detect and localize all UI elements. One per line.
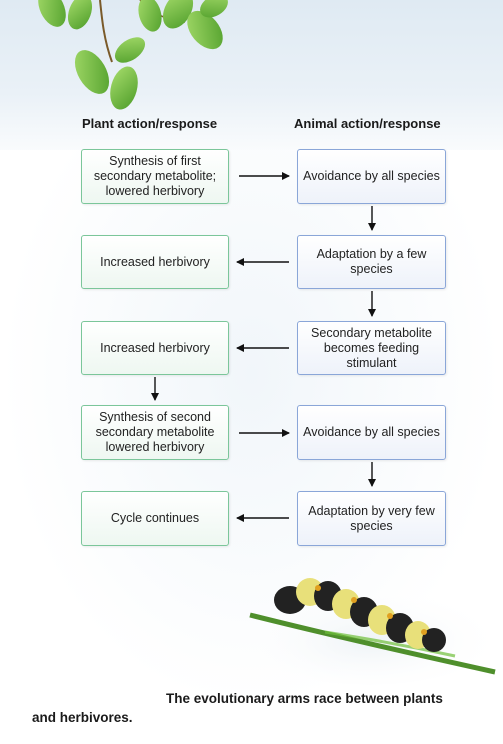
caption-line-1: The evolutionary arms race between plant… [166,691,443,706]
plant-box-2: Increased herbivory [81,235,229,289]
animal-box-3: Secondary metabolite becomes feeding sti… [297,321,446,375]
animal-box-5: Adaptation by very few species [297,491,446,546]
animal-box-2: Adaptation by a few species [297,235,446,289]
plant-box-3: Increased herbivory [81,321,229,375]
plant-column-header: Plant action/response [82,116,218,131]
plant-box-4: Synthesis of second secondary metabolite… [81,405,229,460]
caterpillar-illustration [235,575,503,685]
sky-background [0,0,503,170]
figure-caption: The evolutionary arms race between plant… [32,689,494,727]
caption-line-2: and herbivores. [32,710,133,725]
animal-box-4: Avoidance by all species [297,405,446,460]
animal-box-1: Avoidance by all species [297,149,446,204]
leaves-illustration [38,0,228,110]
plant-box-5: Cycle continues [81,491,229,546]
animal-column-header: Animal action/response [294,116,441,131]
plant-box-1: Synthesis of first secondary metabolite;… [81,149,229,204]
